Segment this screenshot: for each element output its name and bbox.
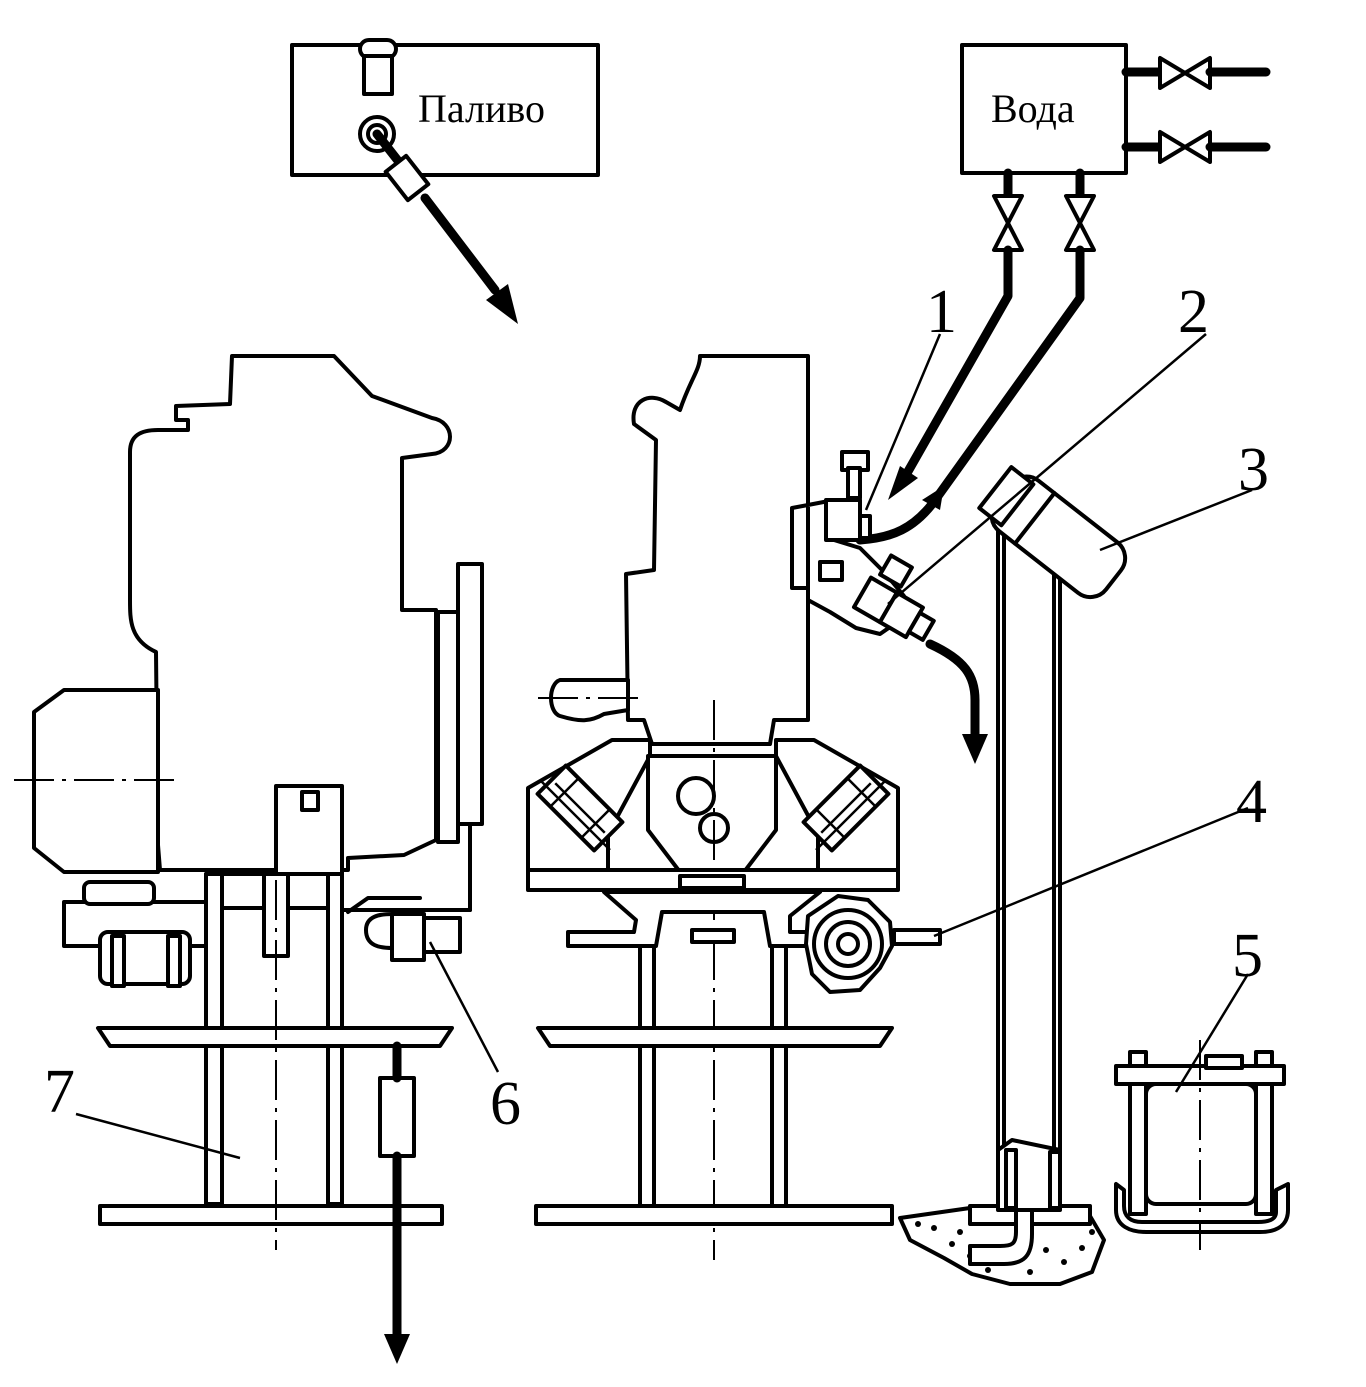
label-2: 2 bbox=[1178, 278, 1209, 346]
water-tank: Вода bbox=[960, 43, 1271, 252]
fuel-line-arrow bbox=[372, 129, 518, 324]
label-6: 6 bbox=[490, 1070, 521, 1138]
fuel-tank-label: Паливо bbox=[418, 86, 545, 131]
left-engine-stand bbox=[14, 354, 484, 1364]
callout-labels: 1 2 3 4 5 6 7 bbox=[44, 278, 1269, 1138]
label-5: 5 bbox=[1232, 922, 1263, 990]
label-4: 4 bbox=[1236, 768, 1267, 836]
right-control-column bbox=[898, 465, 1128, 1286]
leader-lines bbox=[75, 333, 1253, 1160]
fuel-tank: Паливо bbox=[290, 38, 600, 177]
battery bbox=[1114, 1040, 1290, 1250]
label-3: 3 bbox=[1238, 436, 1269, 504]
water-tank-label: Вода bbox=[991, 86, 1075, 131]
centre-engine-stand bbox=[526, 354, 988, 1260]
label-7: 7 bbox=[44, 1058, 75, 1126]
label-1: 1 bbox=[926, 278, 957, 346]
